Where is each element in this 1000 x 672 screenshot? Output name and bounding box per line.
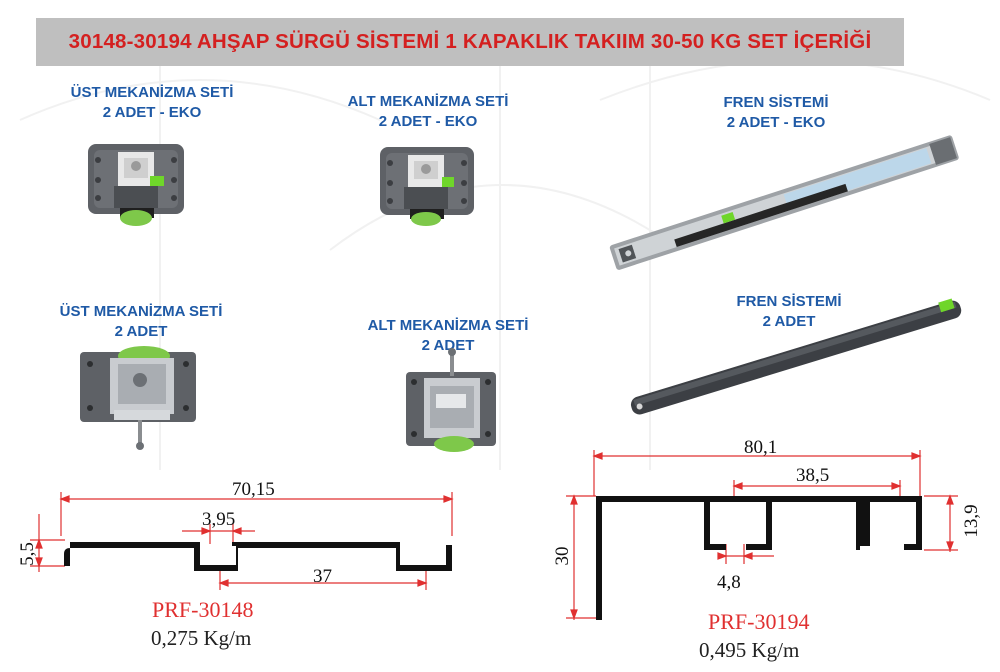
item-label-line2: 2 ADET: [114, 323, 168, 340]
prf30194-dim-inner: 38,5: [796, 465, 830, 486]
item-label-line1: ALT MEKANİZMA SETİ: [347, 93, 509, 110]
lower-mechanism-eko-image: [380, 147, 474, 226]
item-label-line1: ALT MEKANİZMA SETİ: [367, 317, 529, 334]
item-label-line2: 2 ADET - EKO: [378, 113, 478, 130]
brake-system-image: [630, 298, 962, 415]
prf30148-dim-width: 70,15: [232, 479, 275, 500]
prf30194-code: PRF-30194: [708, 609, 810, 634]
prf30194-weight: 0,495 Kg/m: [699, 638, 800, 662]
prf30194-dim-height: 30: [552, 546, 573, 566]
prf30148-code: PRF-30148: [152, 597, 254, 622]
lower-mechanism-image: [406, 348, 496, 452]
item-label-upper: ÜST MEKANİZMA SETİ 2 ADET: [41, 302, 241, 342]
prf30194-dim-lip: 13,9: [961, 504, 982, 538]
item-label-line2: 2 ADET: [421, 337, 475, 354]
prf30148-dim-gap: 3,95: [202, 509, 236, 530]
prf30148-weight: 0,275 Kg/m: [151, 626, 252, 650]
item-label-line2: 2 ADET - EKO: [102, 104, 202, 121]
profile-30194-drawing: [566, 450, 958, 620]
item-label-line1: FREN SİSTEMİ: [723, 94, 829, 111]
prf30148-dim-height: 5,5: [17, 542, 38, 566]
item-label-brake-eko: FREN SİSTEMİ 2 ADET - EKO: [676, 93, 876, 133]
item-label-line2: 2 ADET - EKO: [726, 114, 826, 131]
upper-mechanism-image: [80, 346, 196, 450]
upper-mechanism-eko-image: [88, 144, 184, 226]
prf30194-dim-gap: 4,8: [717, 572, 741, 593]
brake-system-eko-image: [609, 135, 959, 270]
profile-30148-drawing: [30, 492, 454, 590]
prf30148-dim-inner: 37: [313, 566, 332, 587]
item-label-lower: ALT MEKANİZMA SETİ 2 ADET: [348, 316, 548, 356]
prf30194-dim-width: 80,1: [744, 437, 778, 458]
item-label-brake: FREN SİSTEMİ 2 ADET: [689, 292, 889, 332]
page-title: 30148-30194 AHŞAP SÜRGÜ SİSTEMİ 1 KAPAKL…: [68, 30, 872, 53]
item-label-upper-eko: ÜST MEKANİZMA SETİ 2 ADET - EKO: [52, 83, 252, 123]
item-label-lower-eko: ALT MEKANİZMA SETİ 2 ADET - EKO: [328, 92, 528, 132]
item-label-line2: 2 ADET: [762, 313, 816, 330]
item-label-line1: FREN SİSTEMİ: [736, 293, 842, 310]
title-banner: 30148-30194 AHŞAP SÜRGÜ SİSTEMİ 1 KAPAKL…: [36, 18, 904, 66]
item-label-line1: ÜST MEKANİZMA SETİ: [70, 84, 234, 101]
item-label-line1: ÜST MEKANİZMA SETİ: [59, 303, 223, 320]
